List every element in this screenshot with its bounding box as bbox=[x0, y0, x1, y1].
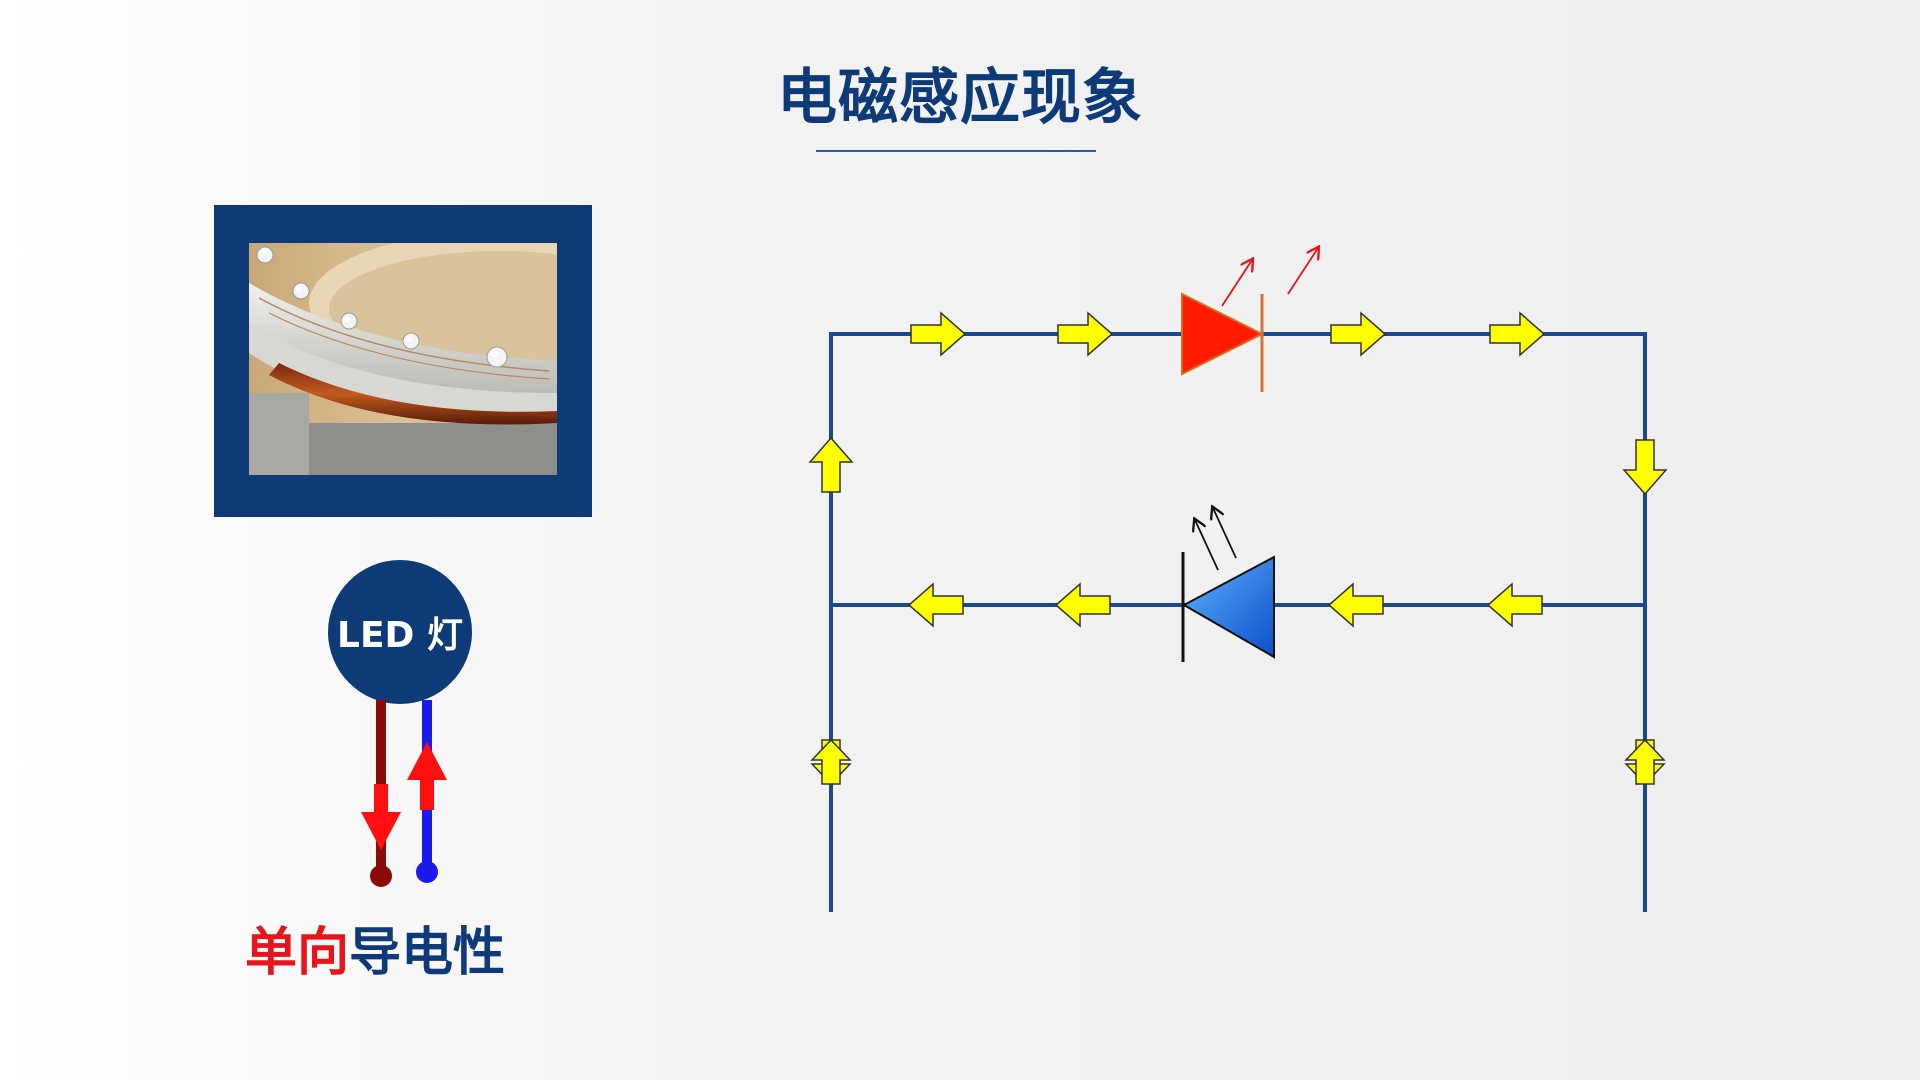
flow-arrow-icon bbox=[1057, 311, 1114, 357]
current-flow-arrows bbox=[808, 311, 1668, 786]
flow-arrow-icon bbox=[1486, 582, 1543, 628]
flow-arrow-icon bbox=[808, 436, 854, 493]
flow-arrow-icon bbox=[907, 582, 964, 628]
light-ray-arrow-icon bbox=[1195, 520, 1219, 571]
light-ray-arrow-icon bbox=[1213, 508, 1237, 559]
light-ray-arrow-icon bbox=[1287, 248, 1318, 295]
title-underline bbox=[816, 150, 1096, 152]
flow-arrow-icon bbox=[1622, 439, 1668, 496]
unidirectional-conductivity-caption: 单向导电性 bbox=[245, 918, 505, 988]
down-red-arrow-icon bbox=[361, 784, 401, 850]
red-led-symbol-icon bbox=[1181, 248, 1318, 392]
led-badge: LED 灯 bbox=[328, 560, 472, 704]
light-ray-arrow-icon bbox=[1221, 260, 1252, 307]
flow-arrow-icon bbox=[1054, 582, 1111, 628]
flow-arrow-icon bbox=[1489, 311, 1546, 357]
flow-arrow-icon bbox=[1327, 582, 1384, 628]
flow-arrow-icon bbox=[1330, 311, 1387, 357]
up-red-arrow-icon bbox=[407, 742, 447, 810]
caption-highlight: 单向 bbox=[245, 923, 350, 983]
led-ring-photo bbox=[249, 243, 557, 475]
bidirectional-flow-arrow-icon bbox=[1624, 738, 1666, 785]
cathode-terminal bbox=[370, 865, 392, 887]
bidirectional-flow-arrow-icon bbox=[810, 738, 852, 785]
led-badge-label: LED 灯 bbox=[337, 615, 463, 656]
led-ring-photo-frame bbox=[214, 205, 592, 517]
flow-arrow-icon bbox=[910, 311, 967, 357]
anode-terminal bbox=[416, 861, 438, 883]
led-legs-diagram bbox=[361, 700, 447, 887]
caption-rest: 导电性 bbox=[349, 923, 506, 983]
slide-title: 电磁感应现象 bbox=[777, 63, 1143, 133]
blue-led-symbol-icon bbox=[1181, 508, 1275, 662]
